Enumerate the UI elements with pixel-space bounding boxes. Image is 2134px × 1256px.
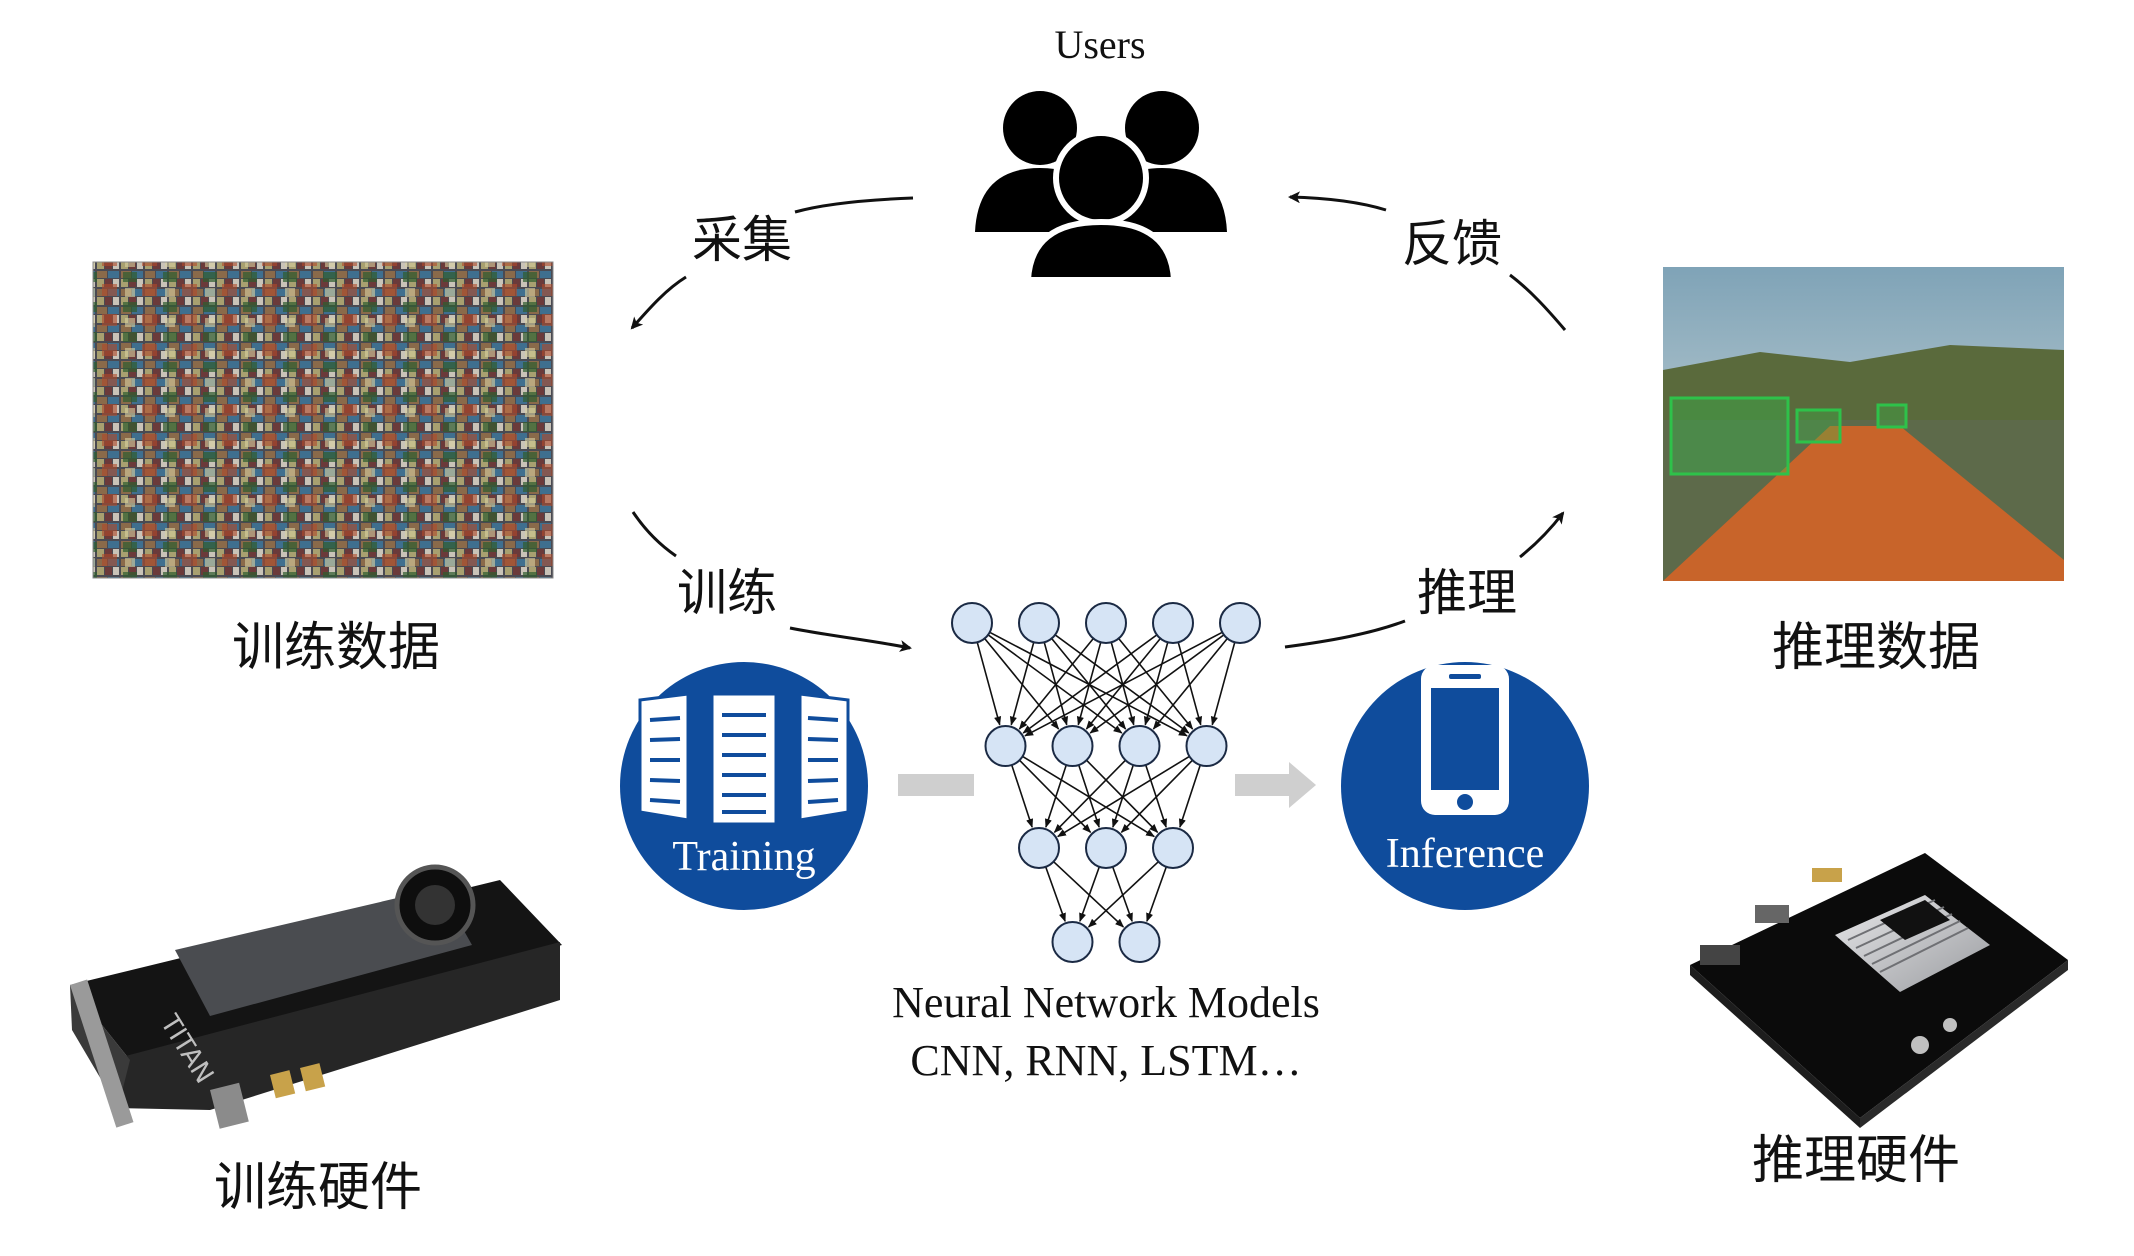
inference-data-image xyxy=(1663,267,2064,581)
network-node-l0-1 xyxy=(1018,602,1060,644)
network-edge-l1-0-0 xyxy=(1010,764,1034,828)
network-edges xyxy=(976,631,1236,928)
caption-training-data: 训练数据 xyxy=(232,618,440,678)
network-edge-l2-0-1 xyxy=(1053,861,1125,928)
network-node-l1-1 xyxy=(1051,725,1094,767)
network-edge-l1-0-1 xyxy=(1018,759,1092,833)
network-edge-l0-3-0 xyxy=(1022,634,1158,734)
network-subtitle: CNN, RNN, LSTM… xyxy=(910,1036,1301,1085)
network-edge-l1-3-2 xyxy=(1178,764,1202,828)
caption-inference-data: 推理数据 xyxy=(1772,618,1980,678)
train-arrow-tail xyxy=(789,626,912,652)
network-node-l3-0 xyxy=(1051,921,1094,963)
caption-training-hardware: 训练硬件 xyxy=(214,1158,422,1218)
network-node-l0-4 xyxy=(1219,602,1261,644)
inference-badge-label: Inference xyxy=(1386,831,1545,877)
network-edge-l0-4-3 xyxy=(1210,642,1236,726)
infer-arrow-tail xyxy=(1519,511,1565,559)
edge-label-collect: 采集 xyxy=(692,211,792,269)
network-edge-l2-0-0 xyxy=(1044,866,1066,923)
network-edge-l1-3-0 xyxy=(1057,755,1190,838)
network-edge-l0-0-1 xyxy=(984,637,1060,730)
network-edge-l0-1-2 xyxy=(1051,637,1127,730)
feedback-arrow xyxy=(1288,191,1387,212)
network-edge-l1-1-2 xyxy=(1085,759,1159,833)
training-badge-label: Training xyxy=(672,834,815,880)
network-node-l0-0 xyxy=(951,602,993,644)
network-edge-l0-2-2 xyxy=(1110,642,1136,726)
network-node-l1-2 xyxy=(1118,725,1161,767)
collect-arrow-tail xyxy=(630,275,687,330)
network-node-l3-1 xyxy=(1118,921,1161,963)
network-edge-l1-3-1 xyxy=(1120,759,1194,833)
network-edge-l1-1-1 xyxy=(1077,764,1101,828)
inference-devboard-image xyxy=(1690,853,2068,1128)
feedback-arrow-tail xyxy=(1509,273,1567,331)
network-edge-l0-4-1 xyxy=(1089,634,1225,734)
collect-arrow xyxy=(794,196,914,214)
caption-inference-hardware: 推理硬件 xyxy=(1752,1131,1960,1191)
network-edge-l2-2-0 xyxy=(1087,861,1159,928)
network-edge-l0-0-0 xyxy=(976,642,1002,726)
network-node-l2-1 xyxy=(1085,827,1127,869)
network-edge-l0-2-0 xyxy=(1018,637,1094,730)
network-edge-l0-4-0 xyxy=(1024,631,1223,737)
inference-badge: Inference xyxy=(1341,662,1589,910)
edge-label-train: 训练 xyxy=(677,564,777,622)
network-edge-l2-1-0 xyxy=(1079,866,1101,923)
training-badge: Training xyxy=(620,662,868,910)
network-edge-l2-1-1 xyxy=(1111,866,1133,923)
training-data-image xyxy=(92,261,554,579)
edge-label-feedback: 反馈 xyxy=(1402,215,1502,273)
users-label: Users xyxy=(1054,22,1145,67)
network-node-l2-0 xyxy=(1018,827,1060,869)
training-to-network-connector xyxy=(898,774,974,796)
network-node-l0-2 xyxy=(1085,602,1127,644)
infer-arrow xyxy=(1284,619,1406,649)
network-edge-l0-3-3 xyxy=(1177,642,1203,726)
edge-label-infer: 推理 xyxy=(1417,564,1517,622)
network-edge-l1-2-0 xyxy=(1053,759,1127,833)
network-edge-l0-1-1 xyxy=(1043,642,1069,726)
network-edge-l0-1-0 xyxy=(1009,642,1035,726)
server-racks-icon xyxy=(638,692,850,826)
network-edge-l1-2-2 xyxy=(1144,764,1168,828)
network-nodes xyxy=(951,602,1261,963)
network-node-l1-3 xyxy=(1185,725,1228,767)
network-node-l1-0 xyxy=(984,725,1027,767)
smartphone-icon xyxy=(1421,665,1509,815)
network-to-inference-connector xyxy=(1235,762,1316,808)
train-arrow xyxy=(631,511,677,558)
training-gpu-image: TITAN xyxy=(70,864,562,1129)
network-node-l2-2 xyxy=(1152,827,1194,869)
network-edge-l0-4-2 xyxy=(1152,637,1228,730)
network-edge-l2-2-1 xyxy=(1146,866,1168,923)
network-title: Neural Network Models xyxy=(892,978,1320,1027)
network-edge-l1-1-0 xyxy=(1044,764,1068,828)
users-group-icon xyxy=(975,91,1227,283)
network-node-l0-3 xyxy=(1152,602,1194,644)
